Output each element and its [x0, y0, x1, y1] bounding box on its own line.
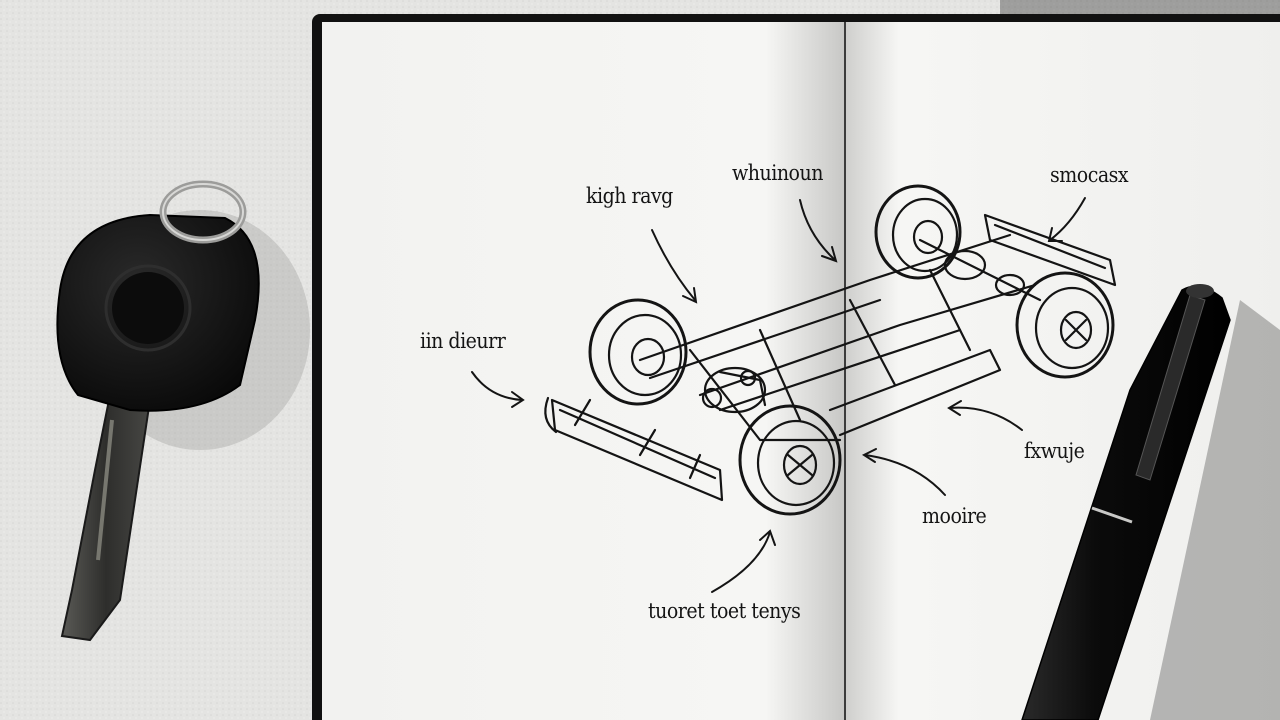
pen-clip — [1135, 294, 1206, 481]
front-bumper — [544, 396, 724, 502]
key-button — [104, 264, 192, 352]
wheel-front-right — [738, 404, 842, 516]
left-page — [322, 22, 844, 720]
annotation-top-center: whuinoun — [732, 160, 823, 186]
arrow-top-left — [651, 229, 696, 301]
annotation-top-right: smocasx — [1050, 162, 1129, 188]
black-pen — [1021, 284, 1280, 720]
key-blade — [60, 393, 152, 642]
rear-axle — [918, 238, 1042, 302]
annotation-arrows — [471, 197, 1086, 593]
annotation-lower-right: mooire — [922, 503, 987, 529]
annotation-top-left: kigh ravg — [586, 183, 673, 209]
arrow-lower-right — [864, 454, 946, 496]
annotation-bottom: tuoret toet tenys — [648, 598, 801, 624]
wheel-front-left — [588, 298, 688, 406]
annotation-right: fxwuje — [1024, 438, 1085, 464]
annotation-left: iin dieurr — [420, 328, 506, 354]
arrow-right — [949, 406, 1023, 431]
wheel-rear-left — [874, 184, 962, 280]
arrow-left — [471, 371, 523, 401]
wheel-rear-right — [1015, 271, 1115, 379]
engine — [701, 366, 767, 414]
rear-bumper — [983, 213, 1117, 287]
car-key — [56, 180, 310, 642]
vehicle-chassis-sketch — [544, 184, 1117, 516]
arrow-bottom — [711, 531, 771, 593]
arrow-top-right — [1049, 197, 1086, 241]
arrow-top-center — [799, 199, 836, 261]
